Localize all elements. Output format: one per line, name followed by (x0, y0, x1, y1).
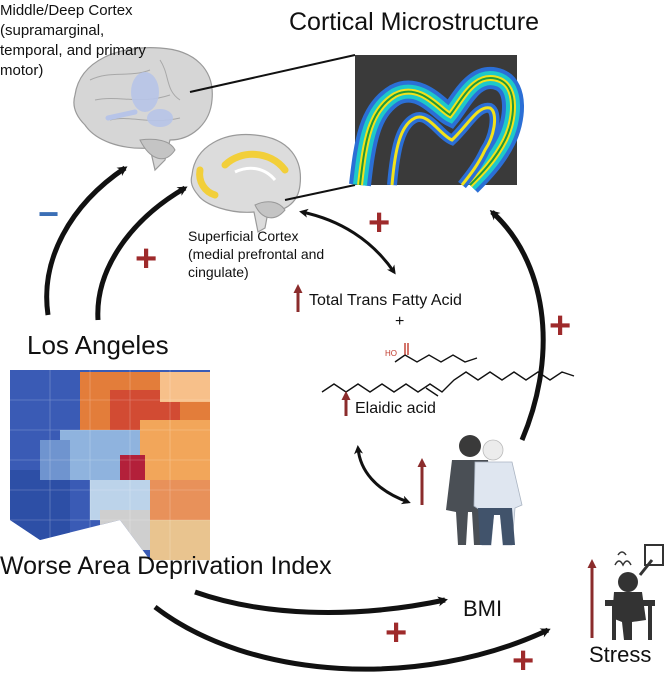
cortical-microstructure-image (349, 55, 524, 193)
arrow-adi-to-bmi (194, 589, 448, 615)
middle-cortex-detail-2: temporal, and primary (0, 42, 146, 59)
negative-sign-la-middle: − (38, 193, 60, 234)
zoom-line-bottom (284, 184, 356, 201)
bidirectional-arrows (299, 208, 411, 505)
elaidic-acid-label: Elaidic acid (355, 400, 436, 417)
elaidic-acid-structure-icon (321, 343, 575, 397)
los-angeles-deprivation-map (10, 370, 210, 560)
superficial-cortex-detail-1: (medial prefrontal and (188, 246, 325, 262)
microstructure-title: Cortical Microstructure (289, 8, 540, 36)
superficial-cortex-brain-icon (190, 133, 302, 233)
adi-label: Worse Area Deprivation Index (0, 552, 332, 580)
los-angeles-label: Los Angeles (27, 330, 169, 360)
bmi-label: BMI (463, 596, 503, 621)
increase-indicators (293, 284, 597, 638)
trans-fat-label: Total Trans Fatty Acid (309, 292, 462, 309)
positive-sign-adi-stress: + (512, 640, 535, 682)
stress-person-icon (605, 544, 664, 640)
positive-sign-la-superficial: + (135, 238, 158, 280)
middle-cortex-title: Middle/Deep Cortex (0, 2, 133, 19)
ho-label: HO (385, 349, 397, 358)
superficial-cortex-title: Superficial Cortex (188, 228, 299, 244)
positive-sign-adi-bmi: + (385, 612, 408, 654)
arrow-la-to-superficial-cortex (95, 185, 188, 321)
arrow-elaidic-to-bmi (354, 445, 411, 505)
zoom-line-top (189, 54, 356, 93)
arrow-superficial-to-trans-fat (299, 208, 396, 275)
middle-cortex-detail-3: motor) (0, 62, 44, 79)
positive-sign-bmi-microstructure: + (549, 305, 572, 347)
middle-cortex-detail-1: (supramarginal, (0, 22, 105, 39)
bmi-people-icon (446, 435, 523, 546)
arrow-adi-to-stress (153, 605, 551, 672)
causal-arrows (44, 165, 551, 672)
positive-sign-fat-cortex: + (368, 202, 391, 244)
arrow-bmi-to-microstructure (489, 209, 546, 441)
middle-cortex-brain-icon (73, 47, 213, 172)
plus-joiner: + (395, 313, 405, 330)
stress-label: Stress (589, 642, 652, 667)
arrow-la-to-middle-cortex (44, 165, 128, 316)
superficial-cortex-detail-2: cingulate) (188, 264, 249, 280)
